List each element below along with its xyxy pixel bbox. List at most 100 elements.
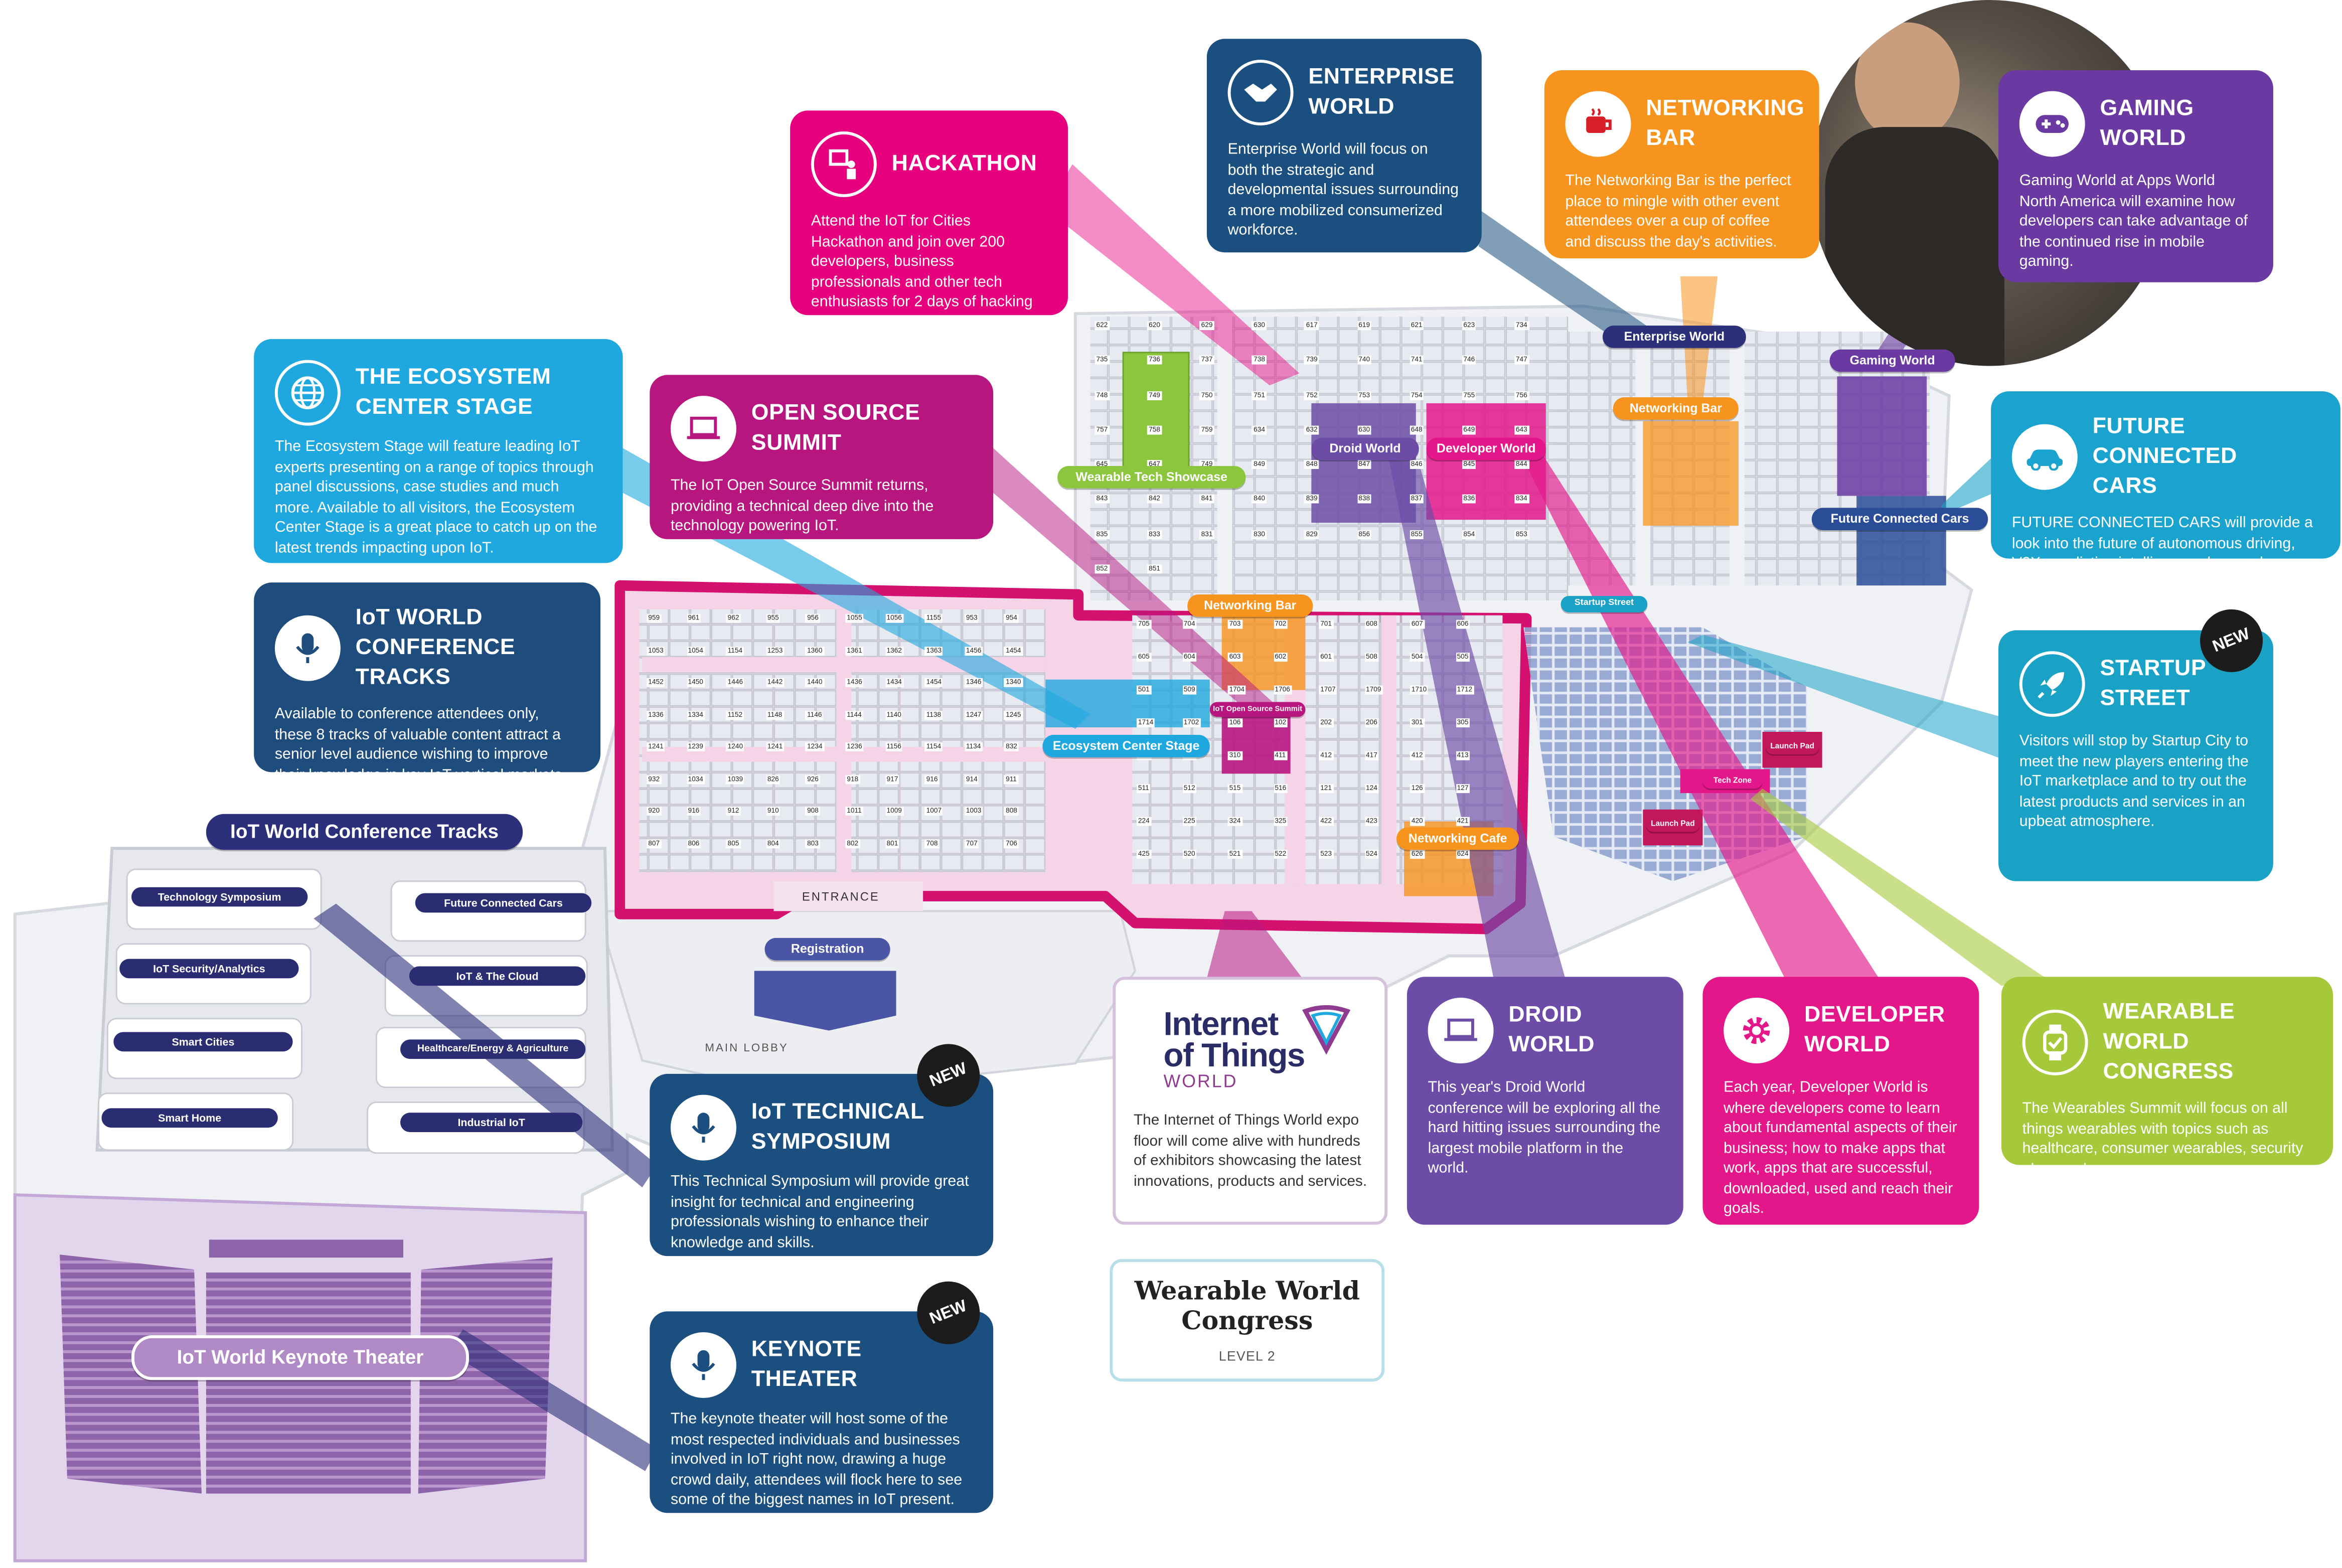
tech-zone-label: Tech Zone xyxy=(1702,773,1763,789)
booth-number: 914 xyxy=(964,774,979,783)
booth-number: 1009 xyxy=(885,806,903,816)
booth-number: 916 xyxy=(924,774,940,783)
booth-number: 918 xyxy=(845,774,860,783)
enterprise-title-line1: ENTERPRISE xyxy=(1308,64,1455,90)
booth-number: 1334 xyxy=(686,710,705,719)
booth-number: 801 xyxy=(885,838,900,848)
booth-number: 602 xyxy=(1273,653,1288,662)
booth-number: 508 xyxy=(1364,653,1379,662)
booth-number: 1707 xyxy=(1319,685,1337,695)
booth-number: 1452 xyxy=(647,678,665,687)
booth-number: 515 xyxy=(1227,784,1242,794)
track-iot-security-analytics: IoT Security/Analytics xyxy=(119,959,299,979)
main-lobby-label: MAIN LOBBY xyxy=(705,1041,789,1055)
booth-number: 1241 xyxy=(765,742,785,751)
microphone-icon xyxy=(274,615,341,681)
booth-number: 1714 xyxy=(1136,718,1155,728)
laptop-icon xyxy=(670,396,736,462)
booth-number: 1360 xyxy=(806,646,824,655)
booth-number: 805 xyxy=(726,838,741,848)
booth-number: 420 xyxy=(1410,817,1425,826)
booth-number: 736 xyxy=(1147,356,1162,365)
booth-number: 106 xyxy=(1227,718,1242,728)
iot-open-source-summit-label: IoT Open Source Summit xyxy=(1209,702,1306,717)
track-industrial-iot: Industrial IoT xyxy=(400,1113,583,1133)
open-source-beam xyxy=(993,448,1273,717)
booth-number: 1239 xyxy=(686,742,705,751)
main-floor-aisle xyxy=(1381,615,1397,884)
entrance-label: ENTRANCE xyxy=(802,890,880,904)
booth-number: 310 xyxy=(1227,751,1242,760)
wearable-congress-box: Wearable World Congress LEVEL 2 xyxy=(1110,1259,1385,1382)
booth-number: 926 xyxy=(806,774,820,783)
booth-number: 920 xyxy=(647,806,662,816)
booth-number: 1709 xyxy=(1364,685,1383,695)
track-future-connected-cars: Future Connected Cars xyxy=(415,893,592,913)
booth-number: 1253 xyxy=(765,646,785,655)
booth-number: 701 xyxy=(1319,619,1334,629)
handshake-icon xyxy=(1227,60,1294,126)
wearable-tech-area xyxy=(1122,352,1190,473)
wearable-beam xyxy=(1750,789,2047,986)
booth-number: 757 xyxy=(1095,425,1110,434)
booth-number: 1011 xyxy=(845,806,863,816)
booth-number: 621 xyxy=(1409,321,1424,331)
booth-number: 959 xyxy=(647,613,662,623)
booth-number: 854 xyxy=(1462,529,1477,539)
booth-number: 630 xyxy=(1252,321,1267,331)
booth-number: 750 xyxy=(1199,390,1214,400)
booth-number: 649 xyxy=(1462,425,1477,434)
booth-number: 1456 xyxy=(964,646,983,655)
booth-number: 1240 xyxy=(726,742,745,751)
booth-number: 206 xyxy=(1364,718,1379,728)
developer-title-line1: DEVELOPER xyxy=(1804,1002,1945,1028)
booth-number: 1034 xyxy=(686,774,705,783)
wearable-title-line1: WEARABLE WORLD xyxy=(2103,999,2235,1055)
wearable-congress-level: LEVEL 2 xyxy=(1218,1348,1276,1364)
conference-title-line1: IoT WORLD xyxy=(355,604,483,631)
booth-number: 703 xyxy=(1227,619,1242,629)
booth-number: 643 xyxy=(1514,425,1529,434)
booth-number: 102 xyxy=(1273,718,1288,728)
booth-number: 124 xyxy=(1364,784,1379,794)
booth-number: 629 xyxy=(1199,321,1214,331)
enterprise-beam xyxy=(1478,209,1655,338)
booth-number: 752 xyxy=(1304,390,1319,400)
wearable-congress-logo-line1: Wearable World xyxy=(1134,1277,1360,1307)
hackathon-description: Attend the IoT for Cities Hackathon and … xyxy=(811,213,1033,331)
booth-number: 608 xyxy=(1364,619,1379,629)
booth-number: 838 xyxy=(1357,495,1372,504)
booth-number: 804 xyxy=(765,838,780,848)
booth-number: 1702 xyxy=(1182,718,1201,728)
booth-number: 848 xyxy=(1304,460,1319,469)
booth-number: 1361 xyxy=(845,646,864,655)
enterprise-world-label: Enterprise World xyxy=(1602,326,1746,348)
technical-title-line1: IoT TECHNICAL xyxy=(751,1099,924,1125)
booth-number: 829 xyxy=(1304,529,1319,539)
wearable-congress-logo-line2: Congress xyxy=(1181,1307,1313,1337)
booth-number: 624 xyxy=(1455,850,1470,859)
booth-number: 1704 xyxy=(1227,685,1246,695)
startup-title-line2: STREET xyxy=(2100,685,2191,711)
booth-number: 855 xyxy=(1409,529,1424,539)
booth-number: 1007 xyxy=(924,806,944,816)
startup-beam xyxy=(1687,635,2001,759)
booth-number: 853 xyxy=(1514,529,1529,539)
booth-number: 1154 xyxy=(924,742,943,751)
booth-number: 756 xyxy=(1514,390,1529,400)
technical-description: This Technical Symposium will provide gr… xyxy=(670,1174,969,1251)
booth-number: 603 xyxy=(1227,653,1242,662)
booth-number: 413 xyxy=(1455,751,1470,760)
booth-number: 856 xyxy=(1357,529,1372,539)
wearable-tech-showcase-label: Wearable Tech Showcase xyxy=(1057,466,1246,489)
booth-number: 619 xyxy=(1357,321,1372,331)
booth-number: 632 xyxy=(1304,425,1319,434)
keynote-seating-left xyxy=(60,1255,202,1494)
booth-number: 512 xyxy=(1182,784,1197,794)
booth-number: 806 xyxy=(686,838,701,848)
booth-number: 754 xyxy=(1409,390,1424,400)
booth-number: 417 xyxy=(1364,751,1379,760)
